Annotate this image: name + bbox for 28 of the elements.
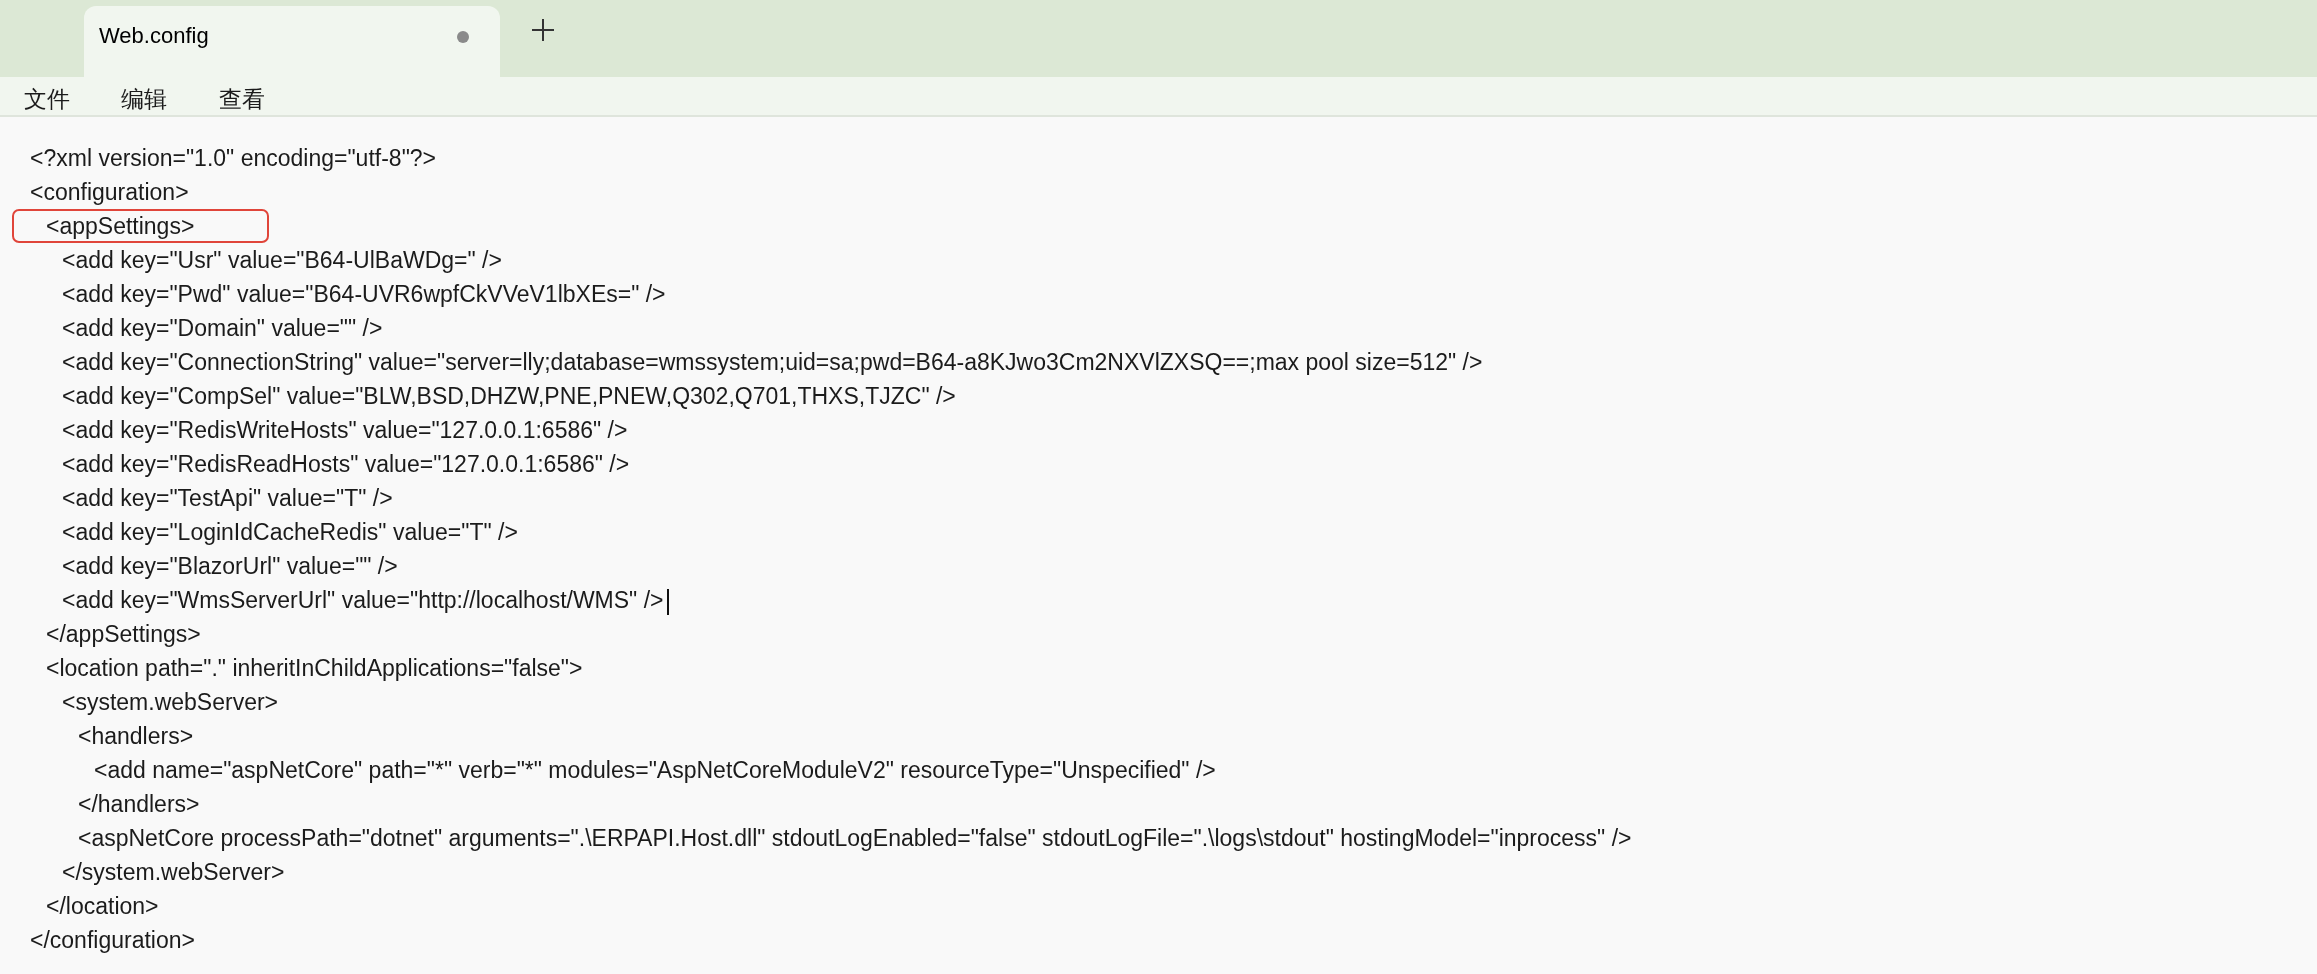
- code-line: <handlers>: [78, 722, 194, 751]
- code-line: <add key="BlazorUrl" value="" />: [62, 552, 398, 581]
- code-line: <add key="Pwd" value="B64-UVR6wpfCkVVeV1lbXEs=" />: [62, 280, 666, 309]
- code-line: <add key="RedisWriteHosts" value="127.0.0.1:6586" />: [62, 416, 628, 445]
- code-line: </handlers>: [78, 790, 200, 819]
- menu-item: 查看: [219, 84, 265, 115]
- code-line: <add key="RedisReadHosts" value="127.0.0.1:6586" />: [62, 450, 630, 479]
- code-line: <add key="Usr" value="B64-UlBaWDg=" />: [62, 246, 502, 275]
- code-line: <add key="ConnectionString" value="server=lly;database=wmssystem;uid=sa;pwd=B64-a8KJwo3Cm2NXVlZXSQ==;max pool size=512" />: [62, 348, 1483, 377]
- code-line: </appSettings>: [46, 620, 201, 649]
- code-line: <aspNetCore processPath="dotnet" arguments=".\ERPAPI.Host.dll" stdoutLogEnabled="false" stdoutLogFile=".\logs\stdout" hostingModel="inprocess" />: [78, 824, 1632, 853]
- code-line: <location path="." inheritInChildApplications="false">: [46, 654, 583, 683]
- code-line: <add key="Domain" value="" />: [62, 314, 383, 343]
- code-line: <add key="LoginIdCacheRedis" value="T" />: [62, 518, 518, 547]
- code-line: <add key="CompSel" value="BLW,BSD,DHZW,PNE,PNEW,Q302,Q701,THXS,TJZC" />: [62, 382, 956, 411]
- highlight-box: <appSettings>: [12, 209, 269, 243]
- code-line: </system.webServer>: [62, 858, 285, 887]
- code-line: <add key="TestApi" value="T" />: [62, 484, 393, 513]
- code-line: <add name="aspNetCore" path="*" verb="*" modules="AspNetCoreModuleV2" resourceType="Unspecified" />: [94, 756, 1216, 785]
- code-line: <add key="WmsServerUrl" value="http://localhost/WMS" />: [62, 585, 669, 615]
- code-line: <?xml version="1.0" encoding="utf-8"?>: [30, 144, 436, 173]
- code-line: </location>: [46, 892, 159, 921]
- code-line: </configuration>: [30, 926, 195, 955]
- file-tab: Web.config: [84, 6, 500, 77]
- code-line: <system.webServer>: [62, 688, 279, 717]
- code-line: <configuration>: [30, 178, 189, 207]
- menu-item: 文件: [24, 84, 70, 115]
- menu-item: 编辑: [121, 84, 167, 115]
